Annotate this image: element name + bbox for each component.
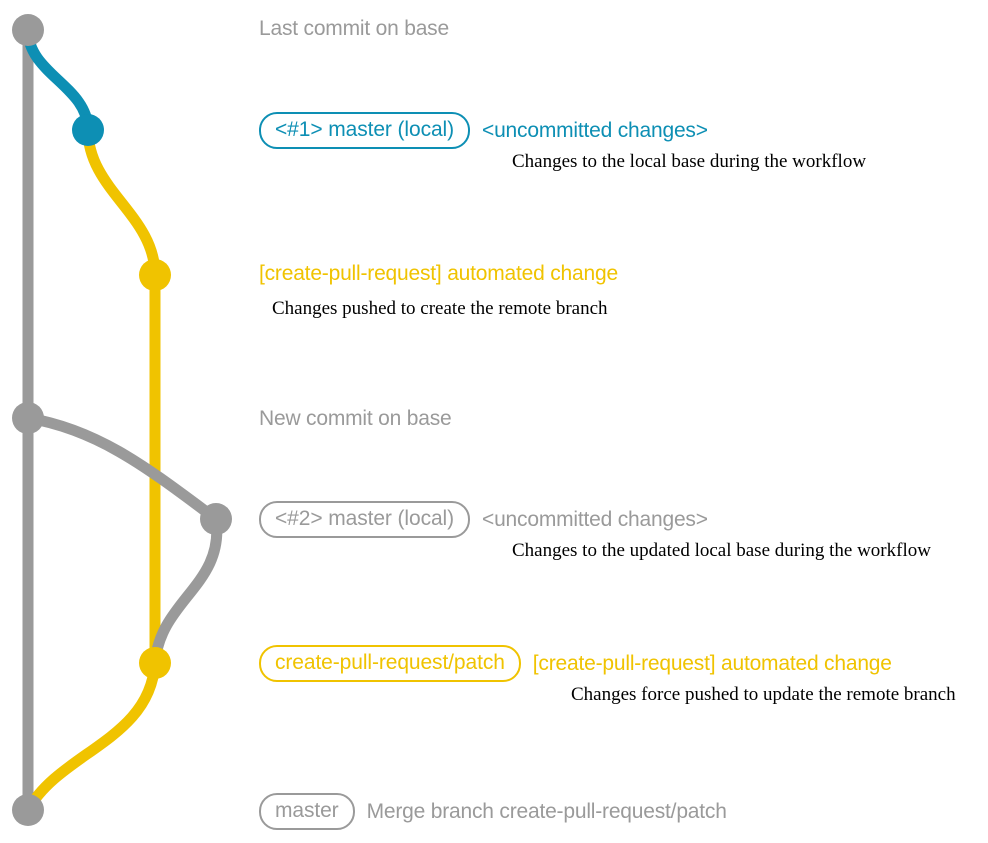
commit-row-base-last: Last commit on base	[259, 18, 449, 39]
commit-message-base-merge: Merge branch create-pull-request/patch	[366, 800, 727, 823]
edge-local1-to-remote1	[82, 129, 161, 276]
commit-message-base-new: New commit on base	[259, 407, 452, 430]
commit-row-remote-1: [create-pull-request] automated change	[259, 263, 618, 284]
commit-row-local-2: <#2> master (local) <uncommitted changes…	[259, 501, 708, 538]
commit-description-local-1: Changes to the local base during the wor…	[512, 151, 867, 172]
edge-local2-to-remote2	[149, 518, 223, 664]
branch-badge-local-1[interactable]: <#1> master (local)	[259, 112, 471, 149]
commit-node-base-merge[interactable]	[12, 794, 44, 826]
commit-row-base-merge: master Merge branch create-pull-request/…	[259, 793, 727, 830]
edge-remote2-to-merge	[23, 662, 161, 813]
commit-description-remote-1: Changes pushed to create the remote bran…	[272, 298, 608, 319]
commit-message-base-last: Last commit on base	[259, 17, 449, 40]
commit-message-remote-1: [create-pull-request] automated change	[259, 262, 618, 285]
commit-message-local-2: <uncommitted changes>	[482, 508, 708, 531]
edge-basenew-to-local2	[27, 412, 220, 524]
branch-badge-local-2[interactable]: <#2> master (local)	[259, 501, 471, 538]
commit-node-local-1[interactable]	[72, 114, 104, 146]
commit-node-group	[12, 14, 232, 826]
commit-node-base-last[interactable]	[12, 14, 44, 46]
commit-row-remote-2: create-pull-request/patch [create-pull-r…	[259, 645, 892, 682]
branch-badge-remote-2[interactable]: create-pull-request/patch	[259, 645, 521, 682]
commit-description-local-2: Changes to the updated local base during…	[512, 540, 931, 561]
commit-node-base-new[interactable]	[12, 402, 44, 434]
commit-row-base-new: New commit on base	[259, 407, 452, 430]
branch-badge-master[interactable]: master	[259, 793, 355, 830]
commit-message-remote-2: [create-pull-request] automated change	[532, 652, 892, 675]
commit-description-remote-2: Changes force pushed to update the remot…	[571, 684, 956, 705]
commit-node-remote-2[interactable]	[139, 647, 171, 679]
commit-row-local-1: <#1> master (local) <uncommitted changes…	[259, 112, 708, 149]
edge-base-to-local1	[22, 29, 94, 131]
commit-node-remote-1[interactable]	[139, 259, 171, 291]
commit-message-local-1: <uncommitted changes>	[482, 119, 708, 142]
commit-node-local-2[interactable]	[200, 503, 232, 535]
